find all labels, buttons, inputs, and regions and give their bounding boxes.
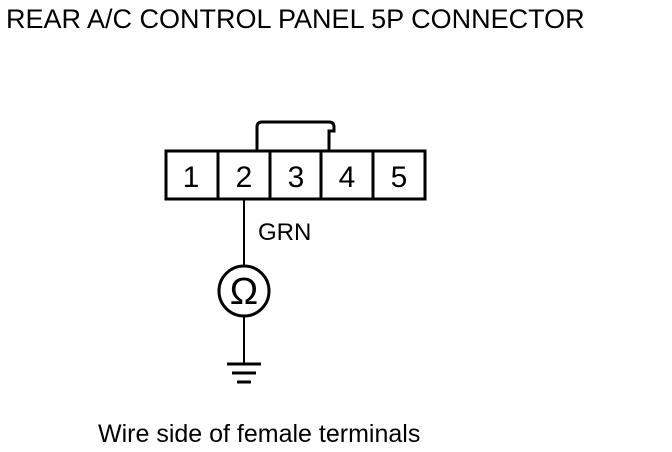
connector-body: [164, 149, 427, 201]
pin-1-label: 1: [183, 161, 200, 194]
ground-icon: [227, 362, 261, 384]
pin-3-label: 3: [288, 161, 305, 194]
diagram-title: REAR A/C CONTROL PANEL 5P CONNECTOR: [6, 4, 585, 34]
pin-2-label: 2: [236, 161, 253, 194]
pin-5-label: 5: [391, 161, 408, 194]
pin-dividers: [216, 151, 375, 199]
diagram-caption: Wire side of female terminals: [98, 420, 421, 448]
ohm-symbol: Ω: [230, 271, 258, 313]
wire-color-label: GRN: [258, 219, 311, 246]
connector-lock-tab: [255, 120, 336, 151]
pin-4-label: 4: [339, 161, 356, 194]
